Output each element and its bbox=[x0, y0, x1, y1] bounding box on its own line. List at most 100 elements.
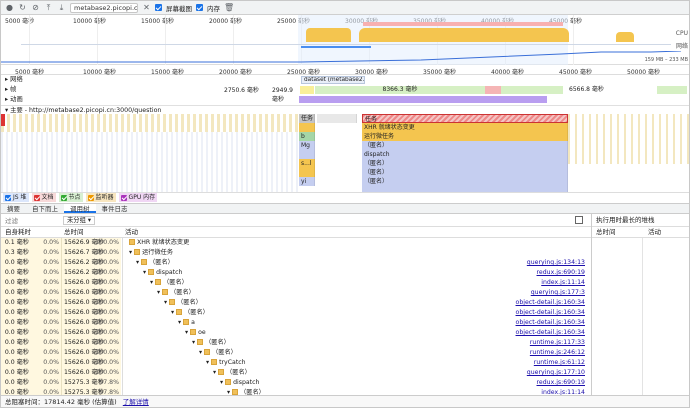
col-total-time[interactable]: 总时间 bbox=[64, 228, 84, 236]
source-link[interactable]: object-detail.js:160:34 bbox=[515, 299, 585, 306]
collapse-icon[interactable]: ▾ bbox=[5, 107, 11, 114]
legend-listeners[interactable]: 监听器 bbox=[85, 193, 116, 202]
flame-chart[interactable] bbox=[1, 114, 689, 192]
legend-nodes[interactable]: 节点 bbox=[58, 193, 83, 202]
learn-more-link[interactable]: 了解详情 bbox=[122, 398, 149, 406]
flame-fn[interactable] bbox=[299, 150, 315, 159]
expand-icon[interactable]: ▾ bbox=[136, 259, 142, 266]
legend-gpu-memory[interactable]: GPU 内存 bbox=[118, 193, 158, 202]
frame-bar[interactable]: 6566.8 毫秒 bbox=[567, 86, 657, 94]
source-link[interactable]: runtime.js:117:33 bbox=[529, 339, 585, 346]
expand-icon[interactable]: ▾ bbox=[150, 279, 156, 286]
flame-fn[interactable]: （匿名） bbox=[362, 141, 568, 150]
flame-fn[interactable]: （匿名） bbox=[362, 159, 568, 168]
expand-icon[interactable]: ▾ bbox=[178, 319, 184, 326]
tab-call-tree[interactable]: 调用树 bbox=[64, 204, 96, 213]
frame-bar[interactable]: 8366.3 毫秒 bbox=[315, 86, 485, 94]
expand-icon[interactable]: ▾ bbox=[143, 269, 149, 276]
source-link[interactable]: object-detail.js:160:34 bbox=[515, 329, 585, 336]
legend-documents[interactable]: 文档 bbox=[31, 193, 56, 202]
flame-fn[interactable]: （匿名） bbox=[362, 168, 568, 177]
flame-fn[interactable]: （匿名） bbox=[362, 177, 568, 186]
tab-summary[interactable]: 摘要 bbox=[7, 205, 20, 213]
close-icon[interactable]: ✕ bbox=[143, 3, 150, 12]
sidebar-toggle-icon[interactable] bbox=[575, 216, 583, 224]
expand-icon[interactable]: ▾ bbox=[227, 389, 233, 395]
expand-icon[interactable]: ▾ bbox=[213, 369, 219, 376]
frame-bar[interactable]: 2750.6 毫秒 bbox=[221, 86, 271, 94]
flame-event[interactable]: 运行微任务 bbox=[362, 132, 568, 141]
animation-track[interactable]: ▸ 动画 bbox=[1, 95, 689, 105]
source-link[interactable]: querying.js:177:10 bbox=[526, 369, 585, 376]
source-link[interactable]: index.js:11:14 bbox=[541, 279, 585, 286]
filter-input[interactable]: 过滤 bbox=[5, 217, 18, 225]
tab-event-log[interactable]: 事件日志 bbox=[101, 205, 128, 213]
source-link[interactable]: index.js:11:14 bbox=[541, 389, 585, 395]
expand-icon[interactable]: ▾ bbox=[164, 299, 170, 306]
expand-icon[interactable]: ▸ bbox=[5, 76, 11, 83]
col-activity[interactable]: 活动 bbox=[125, 228, 138, 236]
recording-select[interactable]: metabase2.picopi.cn #1 bbox=[70, 2, 138, 13]
source-link[interactable]: redux.js:690:19 bbox=[536, 269, 586, 276]
expand-icon[interactable]: ▾ bbox=[220, 379, 226, 386]
source-link[interactable]: object-detail.js:160:34 bbox=[515, 319, 585, 326]
flame-task[interactable]: 任务 bbox=[299, 114, 315, 123]
expand-icon[interactable]: ▾ bbox=[199, 349, 205, 356]
expand-icon[interactable]: ▾ bbox=[157, 289, 163, 296]
flame-fn[interactable]: yi bbox=[299, 177, 315, 186]
expand-icon[interactable]: ▸ bbox=[5, 86, 11, 93]
flame-fn[interactable] bbox=[299, 168, 315, 177]
source-link[interactable]: runtime.js:61:12 bbox=[533, 359, 585, 366]
source-link[interactable]: redux.js:690:19 bbox=[536, 379, 586, 386]
flame-fn[interactable]: Mg bbox=[299, 141, 315, 150]
flame-event[interactable]: XHR 就绪状态变更 bbox=[362, 123, 568, 132]
source-link[interactable]: querying.js:134:13 bbox=[526, 259, 585, 266]
frame-bar[interactable] bbox=[657, 86, 687, 94]
flame-event[interactable] bbox=[299, 123, 315, 132]
clear-icon[interactable]: ⊘ bbox=[32, 3, 39, 12]
grouping-select[interactable]: 未分组 ▾ bbox=[63, 215, 96, 225]
main-track[interactable]: ▾ 主要 - http://metabase2.picopi.cn:3000/q… bbox=[1, 105, 689, 115]
flame-fn[interactable]: dispatch bbox=[362, 150, 568, 159]
frame-bar[interactable] bbox=[501, 86, 563, 94]
expand-icon[interactable]: ▾ bbox=[206, 359, 212, 366]
expand-icon[interactable]: ▸ bbox=[5, 96, 11, 103]
frames-track[interactable]: ▸ 帧 bbox=[1, 85, 689, 95]
flame-fn[interactable] bbox=[362, 186, 568, 192]
reload-icon[interactable]: ↻ bbox=[19, 3, 26, 12]
expand-icon[interactable]: ▾ bbox=[171, 309, 177, 316]
legend-js-heap[interactable]: JS 堆 bbox=[3, 193, 29, 202]
tab-bottom-up[interactable]: 自下而上 bbox=[32, 205, 58, 213]
memory-checkbox[interactable] bbox=[196, 4, 203, 11]
animation-bar[interactable] bbox=[299, 96, 547, 103]
rp-col-activity[interactable]: 活动 bbox=[648, 228, 661, 236]
trash-icon[interactable]: 🗑 bbox=[224, 3, 235, 12]
upload-icon[interactable]: ⤒ bbox=[46, 3, 51, 12]
col-self-time[interactable]: 自身耗时 bbox=[5, 228, 31, 236]
expand-icon[interactable]: ▾ bbox=[192, 339, 198, 346]
frame-bar[interactable]: 2949.9 毫秒 bbox=[272, 86, 298, 103]
expand-icon[interactable]: ▾ bbox=[129, 249, 135, 256]
frame-bar[interactable] bbox=[300, 86, 314, 94]
flame-fn[interactable]: s...l bbox=[299, 159, 315, 168]
record-icon[interactable]: ● bbox=[6, 3, 13, 12]
screenshots-checkbox[interactable] bbox=[155, 4, 162, 11]
network-request-bar[interactable]: dataset (metabase2... bbox=[301, 76, 365, 84]
network-track[interactable]: ▸ 网络 bbox=[1, 75, 689, 85]
